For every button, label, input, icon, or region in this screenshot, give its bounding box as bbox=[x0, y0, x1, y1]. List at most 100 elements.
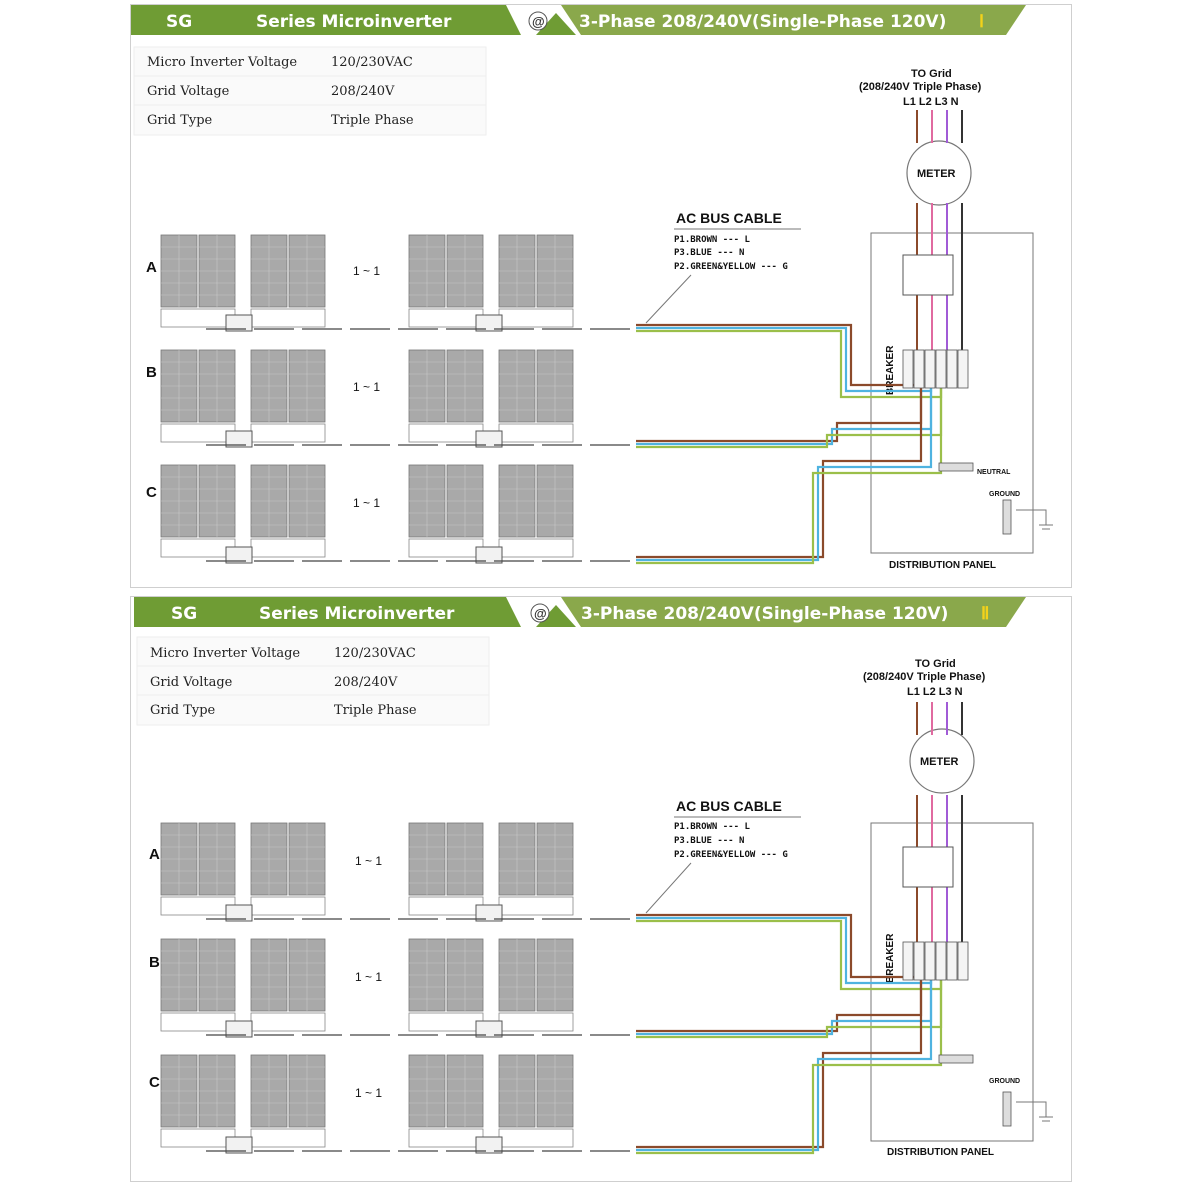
panel-numeral: Ⅱ bbox=[981, 604, 989, 623]
breaker-slot bbox=[924, 349, 936, 389]
breaker-slot bbox=[902, 941, 914, 981]
solar-array bbox=[160, 822, 574, 1154]
spec-label: Micro Inverter Voltage bbox=[150, 646, 300, 661]
sg-label: SG bbox=[171, 604, 197, 624]
bus-cable-line: P2.GREEN&YELLOW --- G bbox=[674, 850, 788, 860]
meter-label: METER bbox=[920, 756, 959, 768]
module-frame bbox=[498, 423, 574, 443]
microinverter bbox=[225, 546, 253, 564]
row-label-c: C bbox=[146, 484, 157, 501]
breaker-slot bbox=[913, 349, 925, 389]
row-range-c: 1 ~ 1 bbox=[355, 1086, 382, 1100]
at-icon bbox=[530, 603, 550, 623]
module-frame bbox=[408, 896, 484, 916]
module-frame bbox=[408, 308, 484, 328]
microinverter bbox=[225, 430, 253, 448]
module-frame bbox=[160, 896, 236, 916]
microinverter bbox=[225, 314, 253, 332]
ground-wire bbox=[1016, 509, 1047, 525]
microinverter bbox=[225, 1020, 253, 1038]
spec-label: Grid Type bbox=[147, 113, 213, 128]
series-title: Series Microinverter bbox=[256, 12, 452, 32]
neutral-bar bbox=[938, 1054, 974, 1064]
module-frame bbox=[160, 1128, 236, 1148]
neutral-bar bbox=[938, 462, 974, 472]
module-frame bbox=[160, 538, 236, 558]
ground-label: GROUND bbox=[989, 491, 1020, 498]
to-grid-subtitle: (208/240V Triple Phase) bbox=[859, 81, 982, 93]
spec-label: Grid Voltage bbox=[150, 675, 233, 690]
spec-value: 208/240V bbox=[334, 675, 398, 690]
ac-bus-wire bbox=[636, 957, 923, 1149]
row-label-a: A bbox=[149, 846, 160, 863]
bus-cable-pointer bbox=[645, 274, 692, 324]
breaker-slot bbox=[946, 941, 958, 981]
microinverter bbox=[475, 1020, 503, 1038]
module-frame bbox=[250, 538, 326, 558]
bus-cable-line: P3.BLUE --- N bbox=[674, 248, 744, 258]
diagram-canvas-2: SG Series Microinverter @ 3-Phase 208/24… bbox=[134, 597, 1053, 1158]
row-label-b: B bbox=[146, 364, 157, 381]
microinverter bbox=[475, 546, 503, 564]
breaker-slot bbox=[935, 349, 947, 389]
spec-value: Triple Phase bbox=[334, 703, 417, 718]
row-range-b: 1 ~ 1 bbox=[355, 970, 382, 984]
wiring bbox=[206, 702, 1053, 1155]
microinverter bbox=[475, 314, 503, 332]
distribution-panel-label: DISTRIBUTION PANEL bbox=[887, 1147, 994, 1158]
breaker-slot bbox=[924, 941, 936, 981]
neutral-label: NEUTRAL bbox=[977, 469, 1011, 476]
module-frame bbox=[160, 423, 236, 443]
breaker-slot bbox=[957, 349, 969, 389]
row-label-b: B bbox=[149, 954, 160, 971]
module-frame bbox=[160, 1012, 236, 1032]
breaker-slot bbox=[935, 941, 947, 981]
row-range-c: 1 ~ 1 bbox=[353, 496, 380, 510]
spec-label: Grid Voltage bbox=[147, 84, 230, 99]
module-frame bbox=[408, 1012, 484, 1032]
main-breaker bbox=[902, 846, 954, 888]
breaker-slot bbox=[902, 349, 914, 389]
wiring bbox=[206, 110, 1053, 565]
header-banner: SG Series Microinverter @ 3-Phase 208/24… bbox=[134, 597, 1026, 627]
ground-bar bbox=[1002, 1091, 1012, 1127]
at-icon-glyph: @ bbox=[534, 606, 547, 621]
module-frame bbox=[498, 1012, 574, 1032]
ac-bus-wire bbox=[636, 365, 943, 565]
breaker-label: BREAKER bbox=[885, 933, 896, 983]
module-frame bbox=[498, 1128, 574, 1148]
spec-value: Triple Phase bbox=[331, 113, 414, 128]
phase-title: 3-Phase 208/240V(Single-Phase 120V) bbox=[581, 604, 948, 624]
ac-bus-wire bbox=[636, 323, 923, 387]
bus-cable-title: AC BUS CABLE bbox=[676, 210, 782, 226]
solar-array bbox=[160, 234, 574, 564]
wiring-diagram-2: SG Series Microinverter @ 3-Phase 208/24… bbox=[130, 596, 1072, 1182]
meter-label: METER bbox=[917, 168, 956, 180]
to-grid-title: TO Grid bbox=[915, 658, 956, 670]
bus-cable-pointer bbox=[645, 862, 692, 914]
microinverter bbox=[475, 904, 503, 922]
bus-cable-line: P1.BROWN --- L bbox=[674, 235, 750, 245]
series-title: Series Microinverter bbox=[259, 604, 455, 624]
module-frame bbox=[160, 308, 236, 328]
breaker-label: BREAKER bbox=[885, 345, 896, 395]
main-breaker bbox=[902, 254, 954, 296]
row-label-a: A bbox=[146, 259, 157, 276]
ground-bar bbox=[1002, 499, 1012, 535]
to-grid-subtitle: (208/240V Triple Phase) bbox=[863, 671, 986, 683]
row-range-b: 1 ~ 1 bbox=[353, 380, 380, 394]
phase-title: 3-Phase 208/240V(Single-Phase 120V) bbox=[579, 12, 946, 32]
header-banner: SG Series Microinverter @ 3-Phase 208/24… bbox=[131, 5, 1026, 35]
microinverter bbox=[475, 430, 503, 448]
module-frame bbox=[250, 1128, 326, 1148]
panel-numeral: Ⅰ bbox=[979, 12, 984, 31]
spec-value: 208/240V bbox=[331, 84, 395, 99]
spec-table: Micro Inverter Voltage 120/230VAC Grid V… bbox=[133, 46, 487, 136]
to-grid-title: TO Grid bbox=[911, 68, 952, 80]
bus-cable-line: P3.BLUE --- N bbox=[674, 836, 744, 846]
module-frame bbox=[250, 1012, 326, 1032]
spec-label: Micro Inverter Voltage bbox=[147, 55, 297, 70]
ac-bus-wire bbox=[636, 957, 933, 1152]
module-frame bbox=[250, 896, 326, 916]
at-icon bbox=[528, 11, 548, 31]
